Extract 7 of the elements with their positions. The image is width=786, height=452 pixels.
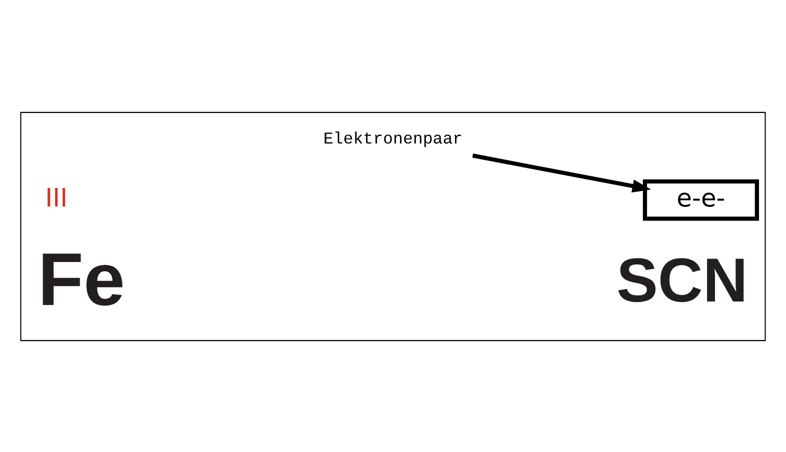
node-text: Elektronenpaar bbox=[323, 128, 463, 148]
arrow bbox=[472, 153, 652, 192]
cluster bbox=[20, 111, 766, 341]
node-box: e-e- bbox=[642, 178, 760, 220]
label: SCN bbox=[616, 246, 748, 316]
label: Fe bbox=[38, 236, 125, 320]
label: III bbox=[45, 182, 68, 212]
